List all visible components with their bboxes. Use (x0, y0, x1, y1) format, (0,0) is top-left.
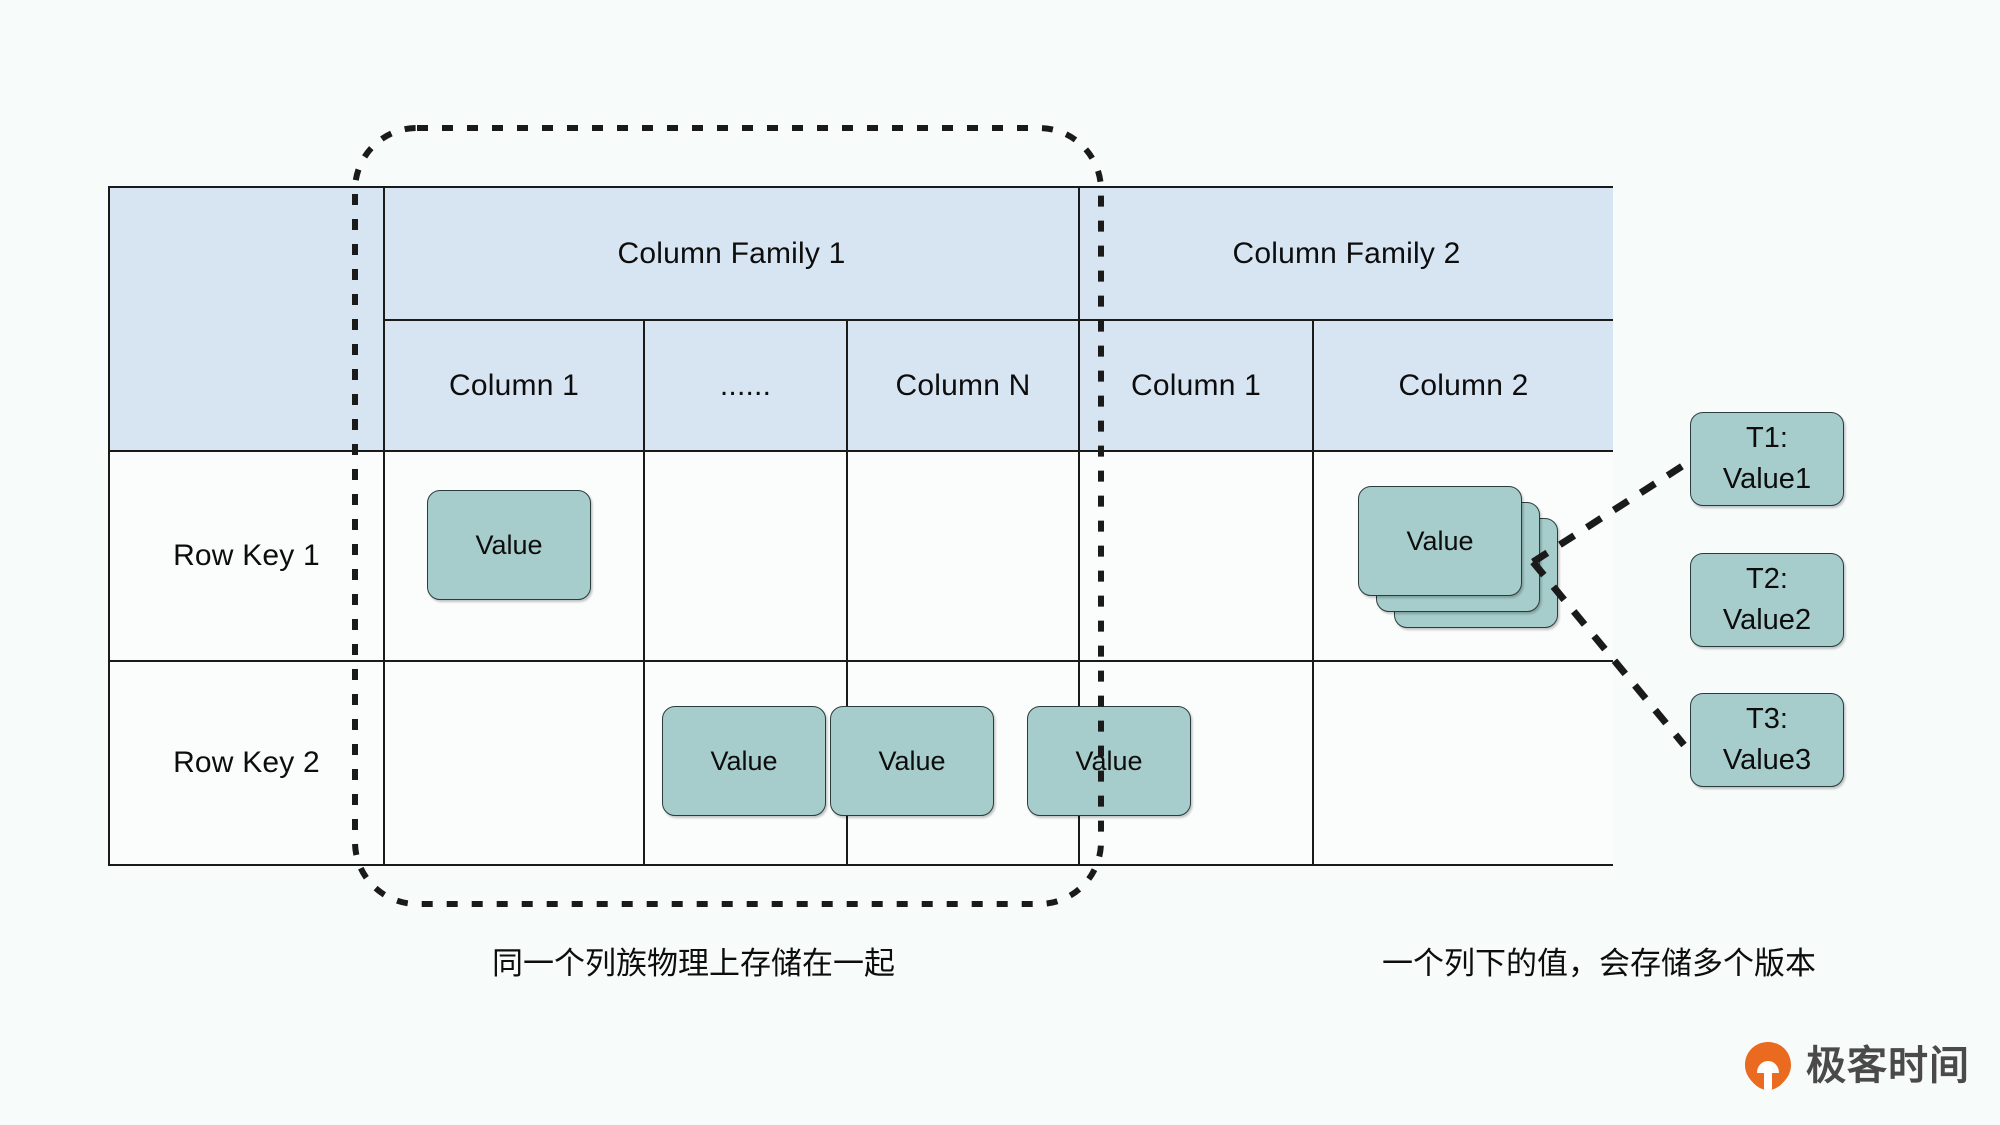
version-chip-t3[interactable]: T3: Value3 (1690, 693, 1844, 787)
value-chip-r1-cf2-col2[interactable]: Value (1358, 486, 1522, 596)
version-value-t1: Value1 (1722, 463, 1812, 495)
version-chip-t1[interactable]: T1: Value1 (1690, 412, 1844, 506)
cell-r1-cf1-coln (846, 450, 1078, 660)
table-corner-cell (110, 188, 383, 450)
version-chip-t2[interactable]: T2: Value2 (1690, 553, 1844, 647)
cell-r1-cf2-col1 (1078, 450, 1312, 660)
hbase-table: Column Family 1 Column Family 2 Column 1… (108, 186, 1613, 866)
value-chip-r2-cf2-col1[interactable]: Value (1027, 706, 1191, 816)
version-value-t3: Value3 (1722, 744, 1812, 776)
column-family-header-1: Column Family 1 (383, 188, 1078, 319)
caption-column-family: 同一个列族物理上存储在一起 (492, 946, 895, 981)
value-chip-r2-cf1-coln[interactable]: Value (830, 706, 994, 816)
version-time-t2: T2: (1746, 562, 1788, 595)
column-header-cf1-coln: Column N (846, 319, 1078, 450)
version-value-t2: Value2 (1722, 604, 1812, 636)
cell-r2-cf2-col2 (1312, 660, 1613, 864)
cell-r2-cf1-col1 (383, 660, 643, 864)
column-header-cf1-col1: Column 1 (383, 319, 643, 450)
row-key-2-cell: Row Key 2 (110, 660, 383, 864)
version-time-t1: T1: (1746, 421, 1788, 454)
column-header-cf1-ellipsis: ...... (643, 319, 846, 450)
version-time-t3: T3: (1746, 702, 1788, 735)
column-header-cf2-col1: Column 1 (1078, 319, 1312, 450)
caption-versions: 一个列下的值，会存储多个版本 (1382, 946, 1816, 981)
column-header-cf2-col2: Column 2 (1312, 319, 1613, 450)
geektime-logo-icon (1745, 1042, 1791, 1090)
value-chip-r1-cf1-col1[interactable]: Value (427, 490, 591, 600)
geektime-logo-text: 极客时间 (1806, 1044, 1970, 1088)
geektime-logo: 极客时间 (1742, 1040, 1970, 1092)
cell-r1-cf1-ellipsis (643, 450, 846, 660)
row-key-1-cell: Row Key 1 (110, 450, 383, 660)
value-chip-r2-cf1-ellipsis[interactable]: Value (662, 706, 826, 816)
column-family-header-2: Column Family 2 (1078, 188, 1613, 319)
